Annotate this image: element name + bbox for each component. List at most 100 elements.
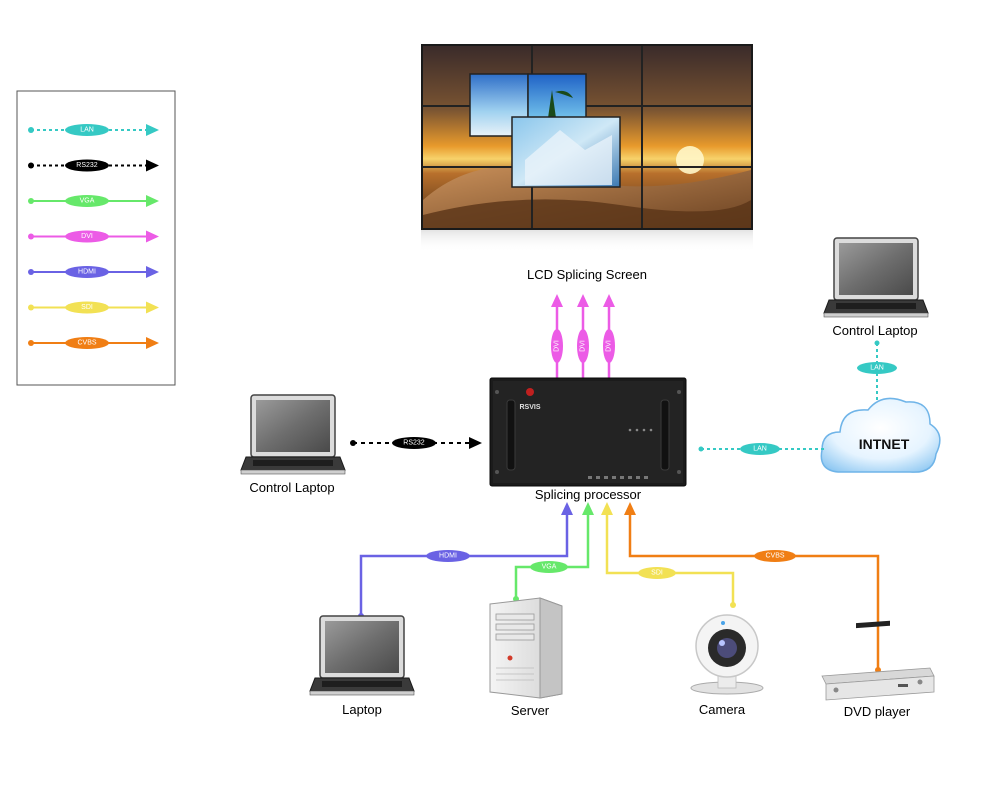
control-laptop-left bbox=[240, 394, 346, 475]
indicator-3 bbox=[642, 428, 646, 432]
dvi-arrow-3: DVI bbox=[603, 294, 615, 378]
control-laptop-right-label: Control Laptop bbox=[832, 323, 917, 338]
sdi-label: SDI bbox=[651, 570, 663, 577]
sdi-connection: SDI bbox=[601, 502, 736, 608]
processor-screw-tl bbox=[495, 390, 499, 394]
processor-brand: RSVIS bbox=[519, 404, 540, 411]
laptop-device bbox=[309, 615, 415, 696]
legend-label: RS232 bbox=[76, 162, 98, 169]
processor-handle-right bbox=[660, 399, 670, 471]
dvd-knob-icon-2 bbox=[917, 679, 923, 685]
legend-arrow-icon bbox=[146, 301, 159, 314]
processor-front-panel bbox=[493, 381, 683, 483]
iceberg bbox=[525, 130, 612, 185]
camera-lens-glint bbox=[719, 640, 725, 646]
legend-pill bbox=[65, 266, 109, 278]
dvd-player-device bbox=[821, 620, 935, 701]
legend-arrow-icon bbox=[146, 266, 159, 278]
power-button-icon bbox=[507, 655, 513, 661]
laptop-screen bbox=[839, 243, 913, 295]
dvd-front bbox=[825, 675, 935, 701]
rsvis-logo-icon bbox=[526, 388, 534, 396]
legend-pill bbox=[65, 337, 109, 349]
hdmi-connection: HDMI bbox=[358, 502, 573, 619]
legend-label: VGA bbox=[80, 198, 95, 205]
cloud-icon bbox=[820, 397, 941, 473]
cvbs-connection: CVBS bbox=[624, 502, 881, 673]
dvi-label-1: DVI bbox=[554, 340, 561, 352]
control-laptop-right bbox=[823, 237, 929, 318]
legend-arrow-icon bbox=[146, 124, 159, 136]
legend-item-dvi: DVI bbox=[28, 230, 159, 243]
processor-screw-tr bbox=[677, 390, 681, 394]
lan-connection-laptop-internet: LAN bbox=[857, 340, 897, 406]
drive-bay-1 bbox=[495, 613, 535, 621]
laptop-screen bbox=[325, 621, 399, 673]
processor-button-strip bbox=[588, 476, 648, 479]
control-laptop-left-label: Control Laptop bbox=[249, 480, 334, 495]
lcd-reflection bbox=[421, 230, 753, 252]
legend-pill bbox=[65, 195, 109, 207]
dvd-label: DVD player bbox=[844, 704, 911, 719]
dvi-label-3: DVI bbox=[606, 340, 613, 352]
drive-bay-3 bbox=[495, 633, 535, 641]
indicator-1 bbox=[628, 428, 632, 432]
processor-label: Splicing processor bbox=[535, 487, 642, 502]
lan-label-top: LAN bbox=[870, 365, 884, 372]
laptop-keys bbox=[253, 460, 333, 466]
indicator-2 bbox=[635, 428, 639, 432]
internet-cloud: INTNET bbox=[820, 397, 941, 473]
vga-label: VGA bbox=[542, 564, 557, 571]
dvd-knob-icon bbox=[833, 687, 839, 693]
indicator-4 bbox=[649, 428, 653, 432]
camera-label: Camera bbox=[699, 702, 746, 717]
legend-item-vga: VGA bbox=[28, 195, 159, 207]
legend-arrow-icon bbox=[146, 159, 159, 172]
server-device bbox=[489, 597, 563, 699]
legend-pill bbox=[65, 301, 109, 314]
dvd-display bbox=[856, 620, 890, 629]
legend-arrow-icon bbox=[146, 337, 159, 349]
dvd-tray bbox=[898, 684, 908, 687]
server-side-panel bbox=[539, 597, 563, 699]
camera-indicator-icon bbox=[721, 621, 725, 625]
legend-label: DVI bbox=[81, 233, 93, 240]
palm-tree bbox=[548, 90, 573, 118]
splicing-processor: RSVIS bbox=[489, 377, 687, 487]
internet-label: INTNET bbox=[859, 436, 910, 452]
camera-device bbox=[690, 614, 764, 695]
legend-item-lan: LAN bbox=[28, 124, 159, 136]
cvbs-label: CVBS bbox=[765, 553, 784, 560]
laptop-label: Laptop bbox=[342, 702, 382, 717]
processor-handle-left bbox=[506, 399, 516, 471]
laptop-keys bbox=[322, 681, 402, 687]
legend-item-rs232: RS232 bbox=[28, 159, 159, 172]
laptop-base-edge bbox=[309, 690, 415, 696]
legend-pill bbox=[65, 159, 109, 172]
laptop-screen bbox=[256, 400, 330, 452]
legend-arrow-icon bbox=[146, 230, 159, 243]
dvi-label-2: DVI bbox=[580, 340, 587, 352]
laptop-base-edge bbox=[823, 312, 929, 318]
legend-label: HDMI bbox=[78, 269, 96, 276]
legend-pill bbox=[65, 124, 109, 136]
lcd-splicing-screen bbox=[421, 44, 753, 252]
legend-label: CVBS bbox=[77, 340, 96, 347]
legend-arrow-icon bbox=[146, 195, 159, 207]
server-label: Server bbox=[511, 703, 550, 718]
rs232-label: RS232 bbox=[403, 440, 425, 447]
lan-connection-processor-internet: LAN bbox=[698, 443, 824, 455]
lan-label-mid: LAN bbox=[753, 446, 767, 453]
dvi-arrow-1: DVI bbox=[551, 294, 563, 378]
legend-item-cvbs: CVBS bbox=[28, 337, 159, 349]
lcd-screen-label: LCD Splicing Screen bbox=[527, 267, 647, 282]
hdmi-label: HDMI bbox=[439, 553, 457, 560]
processor-screw-bl bbox=[495, 470, 499, 474]
vga-connection: VGA bbox=[513, 502, 594, 602]
legend-item-hdmi: HDMI bbox=[28, 266, 159, 278]
processor-screw-br bbox=[677, 470, 681, 474]
sun bbox=[676, 146, 704, 174]
legend-label: LAN bbox=[80, 127, 94, 134]
